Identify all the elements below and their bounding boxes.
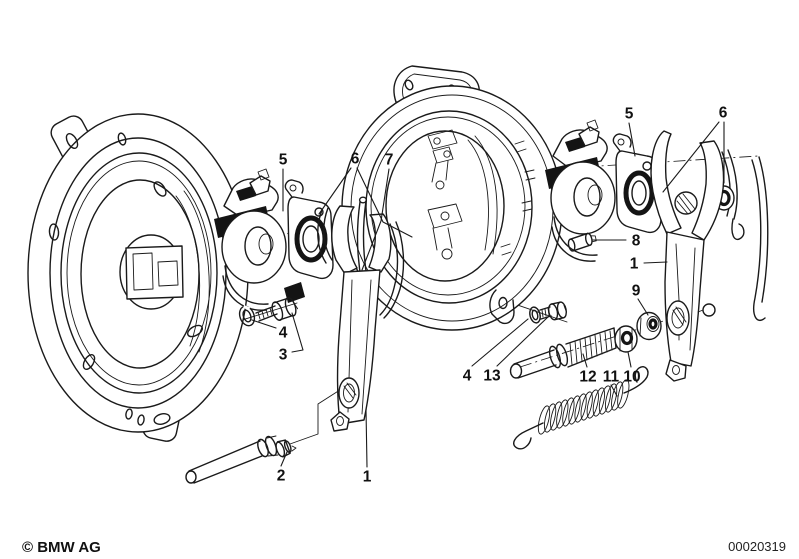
tension-spring-11 bbox=[513, 366, 649, 450]
retaining-clip-left-6 bbox=[317, 207, 333, 264]
part-callout-8: 8 bbox=[632, 233, 641, 250]
part-callout-5: 5 bbox=[279, 152, 288, 169]
spring-coil-loop bbox=[568, 395, 581, 425]
rim-slots bbox=[500, 140, 536, 256]
leader-line-part-1 bbox=[643, 261, 668, 264]
bracket-plate-left bbox=[284, 179, 334, 280]
spring-coil-loop bbox=[604, 383, 618, 413]
part-callout-13: 13 bbox=[483, 368, 501, 385]
leader-line-part-4 bbox=[251, 319, 277, 329]
part-callout-1: 1 bbox=[630, 256, 639, 273]
part-callout-1: 1 bbox=[363, 469, 372, 486]
spring-coil-loop bbox=[598, 385, 612, 415]
part-callout-3: 3 bbox=[279, 347, 288, 364]
spring-coil-loop bbox=[611, 381, 624, 411]
leader-line-part-6 bbox=[662, 121, 720, 193]
leader-line-part-5 bbox=[628, 122, 636, 157]
leader-line-part-6 bbox=[318, 167, 352, 215]
part-callout-9: 9 bbox=[632, 283, 641, 300]
leader-line-part-11 bbox=[610, 384, 618, 397]
leader-line-part-12 bbox=[582, 353, 588, 368]
spring-coil-loop bbox=[556, 399, 569, 429]
part-callout-4: 4 bbox=[463, 368, 472, 385]
spring-coil-loop bbox=[592, 387, 606, 417]
part-callout-12: 12 bbox=[579, 369, 596, 386]
copyright-text: © BMW AG bbox=[22, 539, 101, 556]
sleeve-nut-9 bbox=[636, 311, 662, 341]
spring-coil-loop bbox=[537, 405, 551, 435]
hex-bolt-3 bbox=[255, 296, 299, 322]
release-fork-left bbox=[317, 196, 405, 432]
leader-line-part-3 bbox=[291, 312, 304, 353]
bolt-13 bbox=[539, 301, 568, 321]
hex-nut-10 bbox=[614, 325, 638, 353]
spring-coil-loop bbox=[562, 397, 575, 427]
release-fork-right bbox=[650, 130, 769, 382]
part-callout-11: 11 bbox=[603, 369, 620, 386]
part-callout-10: 10 bbox=[623, 369, 640, 386]
spring-coil-loop bbox=[586, 389, 599, 419]
leader-line-part-6 bbox=[356, 167, 413, 238]
adjusting-screw-12 bbox=[509, 327, 617, 379]
spring-coil-loop bbox=[617, 379, 630, 409]
pin-8 bbox=[567, 232, 597, 252]
retaining-clip-right-6 bbox=[379, 221, 405, 319]
bracket-plate-right bbox=[612, 133, 662, 234]
spring-coil-loop bbox=[580, 391, 593, 421]
part-callout-4: 4 bbox=[279, 325, 288, 342]
leader-line-part-4 bbox=[471, 318, 529, 367]
leader-line-part-7 bbox=[361, 168, 390, 271]
fork-blade-right bbox=[751, 156, 769, 322]
part-callout-2: 2 bbox=[277, 468, 286, 485]
document-number: 00020319 bbox=[728, 539, 786, 554]
lock-washer-left-4 bbox=[238, 305, 256, 327]
leader-line-part-2 bbox=[280, 451, 288, 467]
release-bearing-right bbox=[545, 119, 662, 262]
pushrod-2 bbox=[185, 435, 297, 484]
part-callout-7: 7 bbox=[385, 152, 394, 169]
part-callout-6: 6 bbox=[719, 105, 728, 122]
diaphragm-levers bbox=[427, 129, 498, 260]
spring-coil-loop bbox=[550, 401, 563, 431]
leader-line-part-9 bbox=[637, 298, 649, 316]
part-callout-6: 6 bbox=[351, 151, 360, 168]
spring-coil-loop bbox=[543, 403, 557, 433]
leader-line-part-1 bbox=[365, 408, 368, 468]
release-bearing-left bbox=[214, 168, 334, 311]
spring-coil-loop bbox=[574, 393, 587, 423]
leader-line-part-13 bbox=[496, 315, 550, 367]
part-callout-5: 5 bbox=[625, 106, 634, 123]
clutch-cover-left bbox=[27, 113, 249, 442]
leader-line-part-10 bbox=[627, 351, 632, 368]
washer-right-4 bbox=[529, 306, 541, 324]
